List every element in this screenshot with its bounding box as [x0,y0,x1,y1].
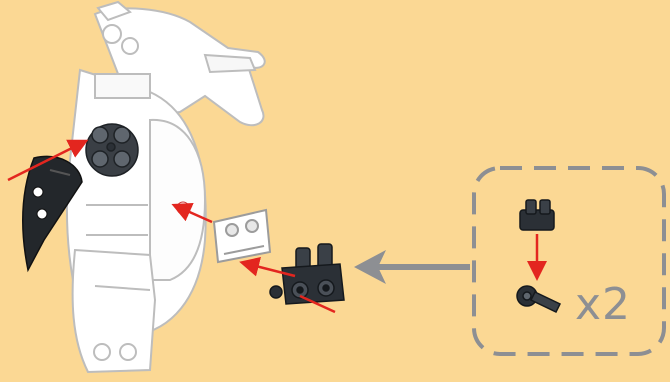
white-bird-model-icon [65,0,266,374]
red-arrow-wing [7,139,89,182]
red-assembly-arrows [7,139,336,314]
red-arrow-plate [171,202,213,224]
dark-ball-joint-piece-icon [516,285,562,313]
white-plate-piece-icon [212,208,272,264]
dark-connector-on-model-icon [85,123,139,177]
black-wing-piece-icon [21,155,83,273]
dark-clip-piece-icon [519,199,555,231]
dark-double-joint-piece-icon [269,243,345,305]
red-arrow-joint [239,257,296,278]
gray-arrow-icon [354,250,470,284]
red-arrow-joint-tail [299,294,336,314]
quantity-label: x2 [575,279,632,330]
subassembly-callout-box [472,166,666,356]
